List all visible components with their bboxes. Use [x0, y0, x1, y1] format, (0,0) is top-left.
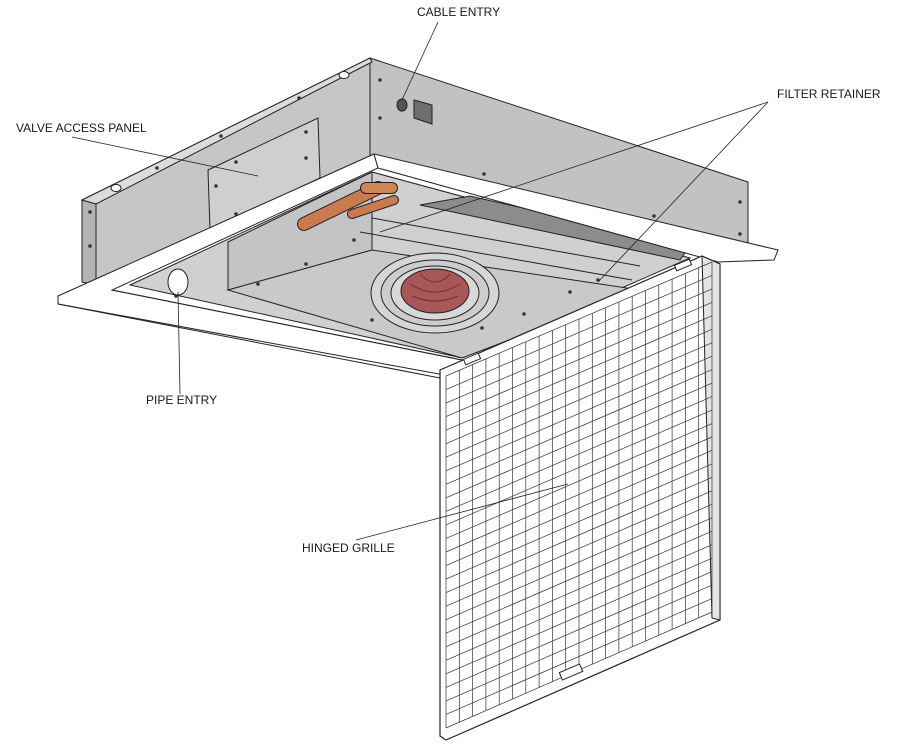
grille-mesh-line [445, 382, 713, 499]
grille-mesh-line [445, 517, 713, 634]
grille-mesh [445, 261, 713, 729]
grille-side [701, 255, 721, 621]
grille-mesh-line [445, 342, 713, 458]
casing-slot-left [110, 184, 122, 192]
grille-mesh-line [445, 544, 713, 661]
copper-pipe-icon [297, 181, 399, 231]
cable-entry-box [413, 99, 433, 125]
leader-lines [71, 21, 769, 541]
grille-mesh-line [445, 409, 713, 526]
grille-hinge-left [462, 352, 482, 366]
grille-mesh-line [445, 557, 713, 675]
label-filter-retainer: FILTER RETAINER [777, 87, 881, 101]
pipe-entry-icon [167, 268, 189, 296]
grille-mesh-line [445, 423, 713, 539]
fan-icon [370, 252, 500, 334]
casing-slot-top [338, 71, 350, 79]
label-hinged-grille: HINGED GRILLE [302, 541, 395, 555]
grille-mesh-line [445, 584, 713, 702]
grille-mesh-line [445, 355, 713, 472]
grille-mesh-line [445, 490, 713, 607]
grille-mesh-line [445, 369, 713, 485]
grille-mesh-line [445, 396, 713, 512]
casing-top-edge [80, 57, 373, 205]
label-cable-entry: CABLE ENTRY [417, 5, 500, 19]
grille-mesh-line [445, 530, 713, 648]
casing-screws [88, 78, 742, 248]
frame-back [373, 153, 779, 263]
grille-mesh-line [445, 503, 713, 621]
grille-mesh-line [445, 598, 713, 715]
grille-hinge-top [673, 258, 693, 272]
grille-mesh-line [445, 315, 713, 431]
grille-mesh-line [445, 275, 713, 390]
grille-mesh-line [445, 261, 713, 377]
grille-mesh-line [445, 571, 713, 688]
grille-mesh-line [445, 328, 713, 445]
label-pipe-entry: PIPE ENTRY [146, 393, 217, 407]
grille-mesh-line [445, 450, 713, 566]
label-valve-access-panel: VALVE ACCESS PANEL [16, 121, 147, 135]
grille-mesh-line [445, 436, 713, 553]
grille-mesh-line [445, 302, 713, 417]
grille-mesh-line [445, 288, 713, 404]
grille-mesh-line [445, 477, 713, 593]
cable-entry-gland-icon [396, 98, 408, 112]
grille-latch [558, 663, 584, 681]
grille-mesh-line [445, 463, 713, 580]
